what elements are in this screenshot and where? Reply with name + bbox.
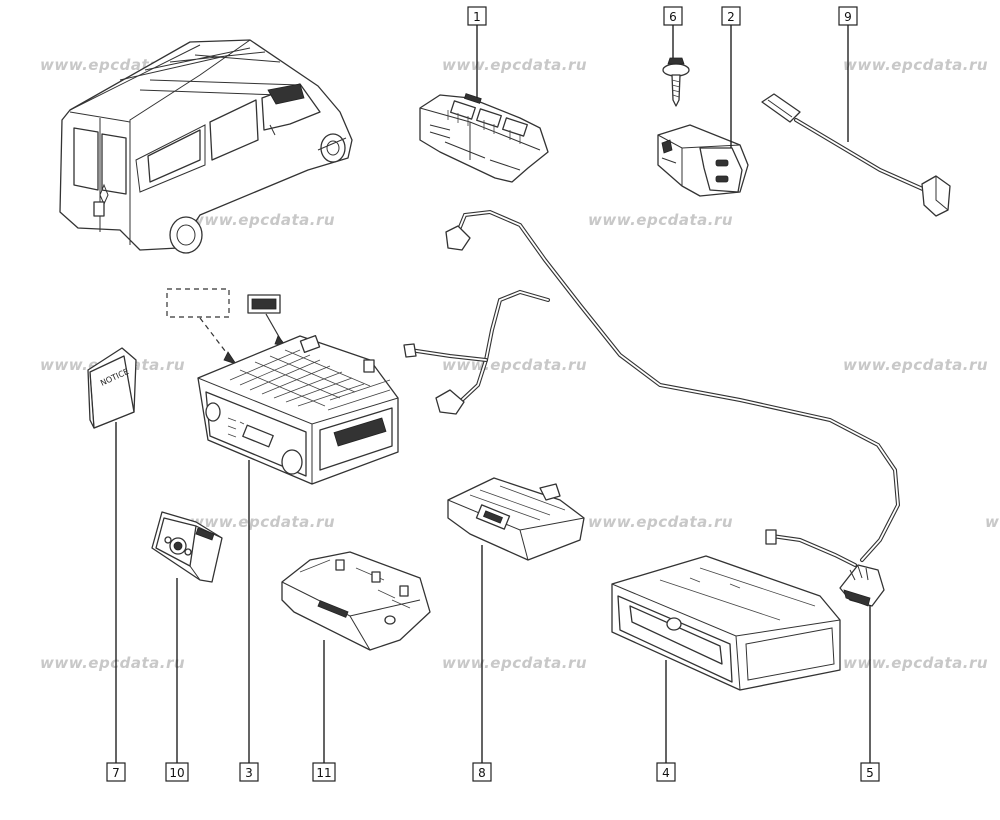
part-3-radio-unit bbox=[197, 334, 399, 485]
part-10-socket-panel bbox=[151, 511, 223, 583]
part-1-connector-block bbox=[419, 93, 549, 183]
watermark-text: www.epcdata.ru bbox=[588, 211, 733, 229]
part-4-cd-unit bbox=[611, 555, 841, 691]
watermark-text: www.epcdata.ru bbox=[442, 654, 587, 672]
callout-3: 3 bbox=[239, 762, 259, 782]
watermark-text: www.epcdata.ru bbox=[985, 513, 1000, 531]
watermark-layer: www.epcdata.ru www.epcdata.ru www.epcdat… bbox=[40, 56, 1000, 672]
watermark-text: www.epcdata.ru bbox=[40, 654, 185, 672]
part-5-connector bbox=[839, 564, 885, 607]
callout-label: 9 bbox=[844, 10, 852, 24]
part-7-notice-booklet: NOTICE bbox=[87, 347, 137, 429]
callout-2: 2 bbox=[721, 6, 741, 26]
callout-label: 2 bbox=[727, 10, 735, 24]
callout-10: 10 bbox=[165, 762, 189, 782]
callout-5: 5 bbox=[860, 762, 880, 782]
callout-label: 8 bbox=[478, 766, 486, 780]
callout-label: 10 bbox=[169, 766, 184, 780]
radio-wiring-harness bbox=[403, 209, 901, 567]
callout-label: 3 bbox=[245, 766, 253, 780]
callout-8: 8 bbox=[472, 762, 492, 782]
callout-6: 6 bbox=[663, 6, 683, 26]
watermark-text: www.epcdata.ru bbox=[588, 513, 733, 531]
part-6-screw bbox=[662, 57, 690, 107]
watermark-text: www.epcdata.ru bbox=[190, 211, 335, 229]
watermark-text: www.epcdata.ru bbox=[190, 513, 335, 531]
part-11-bracket bbox=[281, 551, 431, 651]
part-8-electronic-box bbox=[447, 477, 585, 561]
van-illustration bbox=[59, 39, 353, 254]
part-9-cable bbox=[761, 93, 951, 217]
callout-4: 4 bbox=[656, 762, 676, 782]
callout-1: 1 bbox=[467, 6, 487, 26]
callout-9: 9 bbox=[838, 6, 858, 26]
callout-label: 11 bbox=[316, 766, 331, 780]
callout-label: 6 bbox=[669, 10, 677, 24]
watermark-text: www.epcdata.ru bbox=[843, 654, 988, 672]
callout-label: 4 bbox=[662, 766, 670, 780]
part-2-switch bbox=[657, 124, 749, 197]
callout-7: 7 bbox=[106, 762, 126, 782]
optional-part-placeholder bbox=[166, 288, 287, 365]
callout-label: 5 bbox=[866, 766, 874, 780]
watermark-text: www.epcdata.ru bbox=[442, 56, 587, 74]
watermark-text: www.epcdata.ru bbox=[843, 56, 988, 74]
leader-lines bbox=[115, 25, 871, 763]
callout-label: 7 bbox=[112, 766, 120, 780]
watermark-text: www.epcdata.ru bbox=[843, 356, 988, 374]
callout-11: 11 bbox=[312, 762, 336, 782]
callout-label: 1 bbox=[473, 10, 481, 24]
